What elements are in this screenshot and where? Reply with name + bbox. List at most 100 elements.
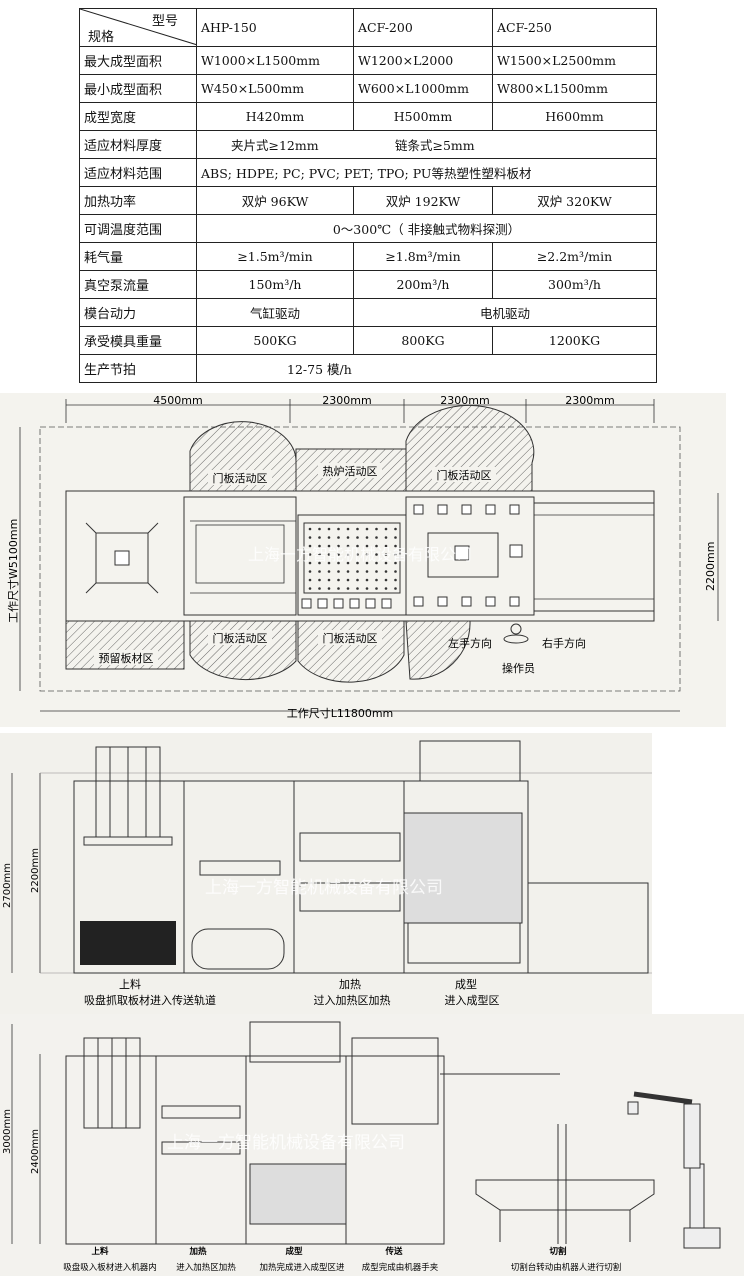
heater-dot [356,570,359,573]
stage-title: 传送 [384,1246,403,1257]
stage-title: 加热 [339,978,361,991]
heater-dot [318,570,321,573]
row-label: 模台动力 [79,298,197,327]
station-block [461,504,472,515]
dim-top-3: 2300mm [440,394,489,407]
station-block [381,598,392,609]
loader-lift [83,1037,141,1129]
heater-dot [318,553,321,556]
dim-left: 工作尺寸W5100mm [6,519,20,623]
station-block [461,596,472,607]
table-row: 最小成型面积 W450×L500mm W600×L1000mm W800×L15… [79,74,657,103]
transfer-unit [351,1037,567,1244]
table-cell: 双炉 320KW [492,186,657,215]
heater-dot [394,553,397,556]
table-cell: 气缸驱动 [196,298,354,327]
heater-dot [365,553,369,556]
robot-arm [627,1091,721,1249]
heater-dot [327,527,331,531]
heater-dot [346,536,350,539]
heater-dot [365,570,369,573]
heater-dot [308,527,312,531]
forming-station [427,532,523,578]
model-header: ACF-250 [492,8,657,47]
watermark: 上海一方智能机械设备有限公司 [248,545,472,564]
table-row: 耗气量 ≥1.5m³/min ≥1.8m³/min ≥2.2m³/min [79,242,657,271]
station-blocks [301,504,520,609]
right-direction-label: 右手方向 [542,636,586,650]
heater-dot [327,570,331,573]
table-cell: ABS; HDPE; PC; PVC; PET; TPO; PU等热塑性塑料板材 [196,158,657,187]
dim-bottom: 工作尺寸L11800mm [287,706,394,720]
heater-dot [318,578,321,582]
heater-dot [337,587,340,590]
station-block [365,598,376,609]
table-cell: ≥1.5m³/min [196,242,354,271]
heater-dot [375,527,378,531]
row-label: 真空泵流量 [79,270,197,299]
station-block [437,596,448,607]
table-cell: 500KG [196,326,354,355]
heater-dot [394,587,397,590]
stage-title: 上料 [119,977,141,991]
heater-dot [346,561,350,565]
row-label: 生产节拍 [79,354,197,383]
feeding-station [85,522,159,594]
dim-outer-1: 2700mm [2,863,13,908]
row-label: 适应材料范围 [79,158,197,187]
heater-dot [394,561,397,565]
row-label: 加热功率 [79,186,197,215]
table-cell: 200m³/h [353,270,493,299]
heater-dot [394,544,397,548]
table-cell: 双炉 96KW [196,186,354,215]
table-cell: 12-75 模/h [196,354,657,383]
stage-desc: 吸盘吸入板材进入机器内 [63,1262,157,1273]
heater-dot [308,587,312,590]
zone-label-door-bottom-2: 门板活动区 [323,631,378,645]
dim-inner-2: 2400mm [30,1129,41,1174]
station-block [437,504,448,515]
heater-dot [318,587,321,590]
stage-desc: 过入加热区加热 [314,994,391,1007]
operator-icon [503,623,529,644]
heater-dot [337,527,340,531]
machine-body [65,1055,445,1245]
row-label: 可调温度范围 [79,214,197,243]
station-block [485,504,496,515]
spec-header-label: 规格 [88,30,115,45]
station-block [349,598,360,609]
heater-dot [337,570,340,573]
heater-dot [337,553,340,556]
heater-dot [346,570,350,573]
header-diagonal-cell: 型号 规格 [79,8,197,47]
table-row: 真空泵流量 150m³/h 200m³/h 300m³/h [79,270,657,299]
material-stack [80,921,176,965]
table-cell: 双炉 192KW [353,186,493,215]
station-block [485,596,496,607]
table-cell: W1500×L2500mm [492,46,657,75]
row-label: 最大成型面积 [79,46,197,75]
heater-stage [199,832,401,912]
table-cell: W1000×L1500mm [196,46,354,75]
stage-title: 成型 [285,1246,303,1257]
heater-dot [318,544,321,548]
heater-dot [375,536,378,539]
heater-dot [394,536,397,539]
heater-dot [327,587,331,590]
table-cell: 300m³/h [492,270,657,299]
heater-dot [318,561,321,565]
dim-top-1: 4500mm [153,394,202,407]
table-cell: W450×L500mm [196,74,354,103]
heater-dot [384,578,388,582]
heater-dot [346,578,350,582]
table-row: 成型宽度 H420mm H500mm H600mm [79,102,657,131]
model-header: ACF-200 [353,8,493,47]
heater-dot [356,536,359,539]
work-area-outline [39,426,681,692]
station-block [413,504,424,515]
cutting-table [475,1179,655,1242]
heater-dot [394,527,397,531]
table-cell: 夹片式≥12mm [231,138,319,153]
watermark: 上海一方智能机械设备有限公司 [205,878,443,898]
door-zone-bottom-3 [405,620,471,680]
